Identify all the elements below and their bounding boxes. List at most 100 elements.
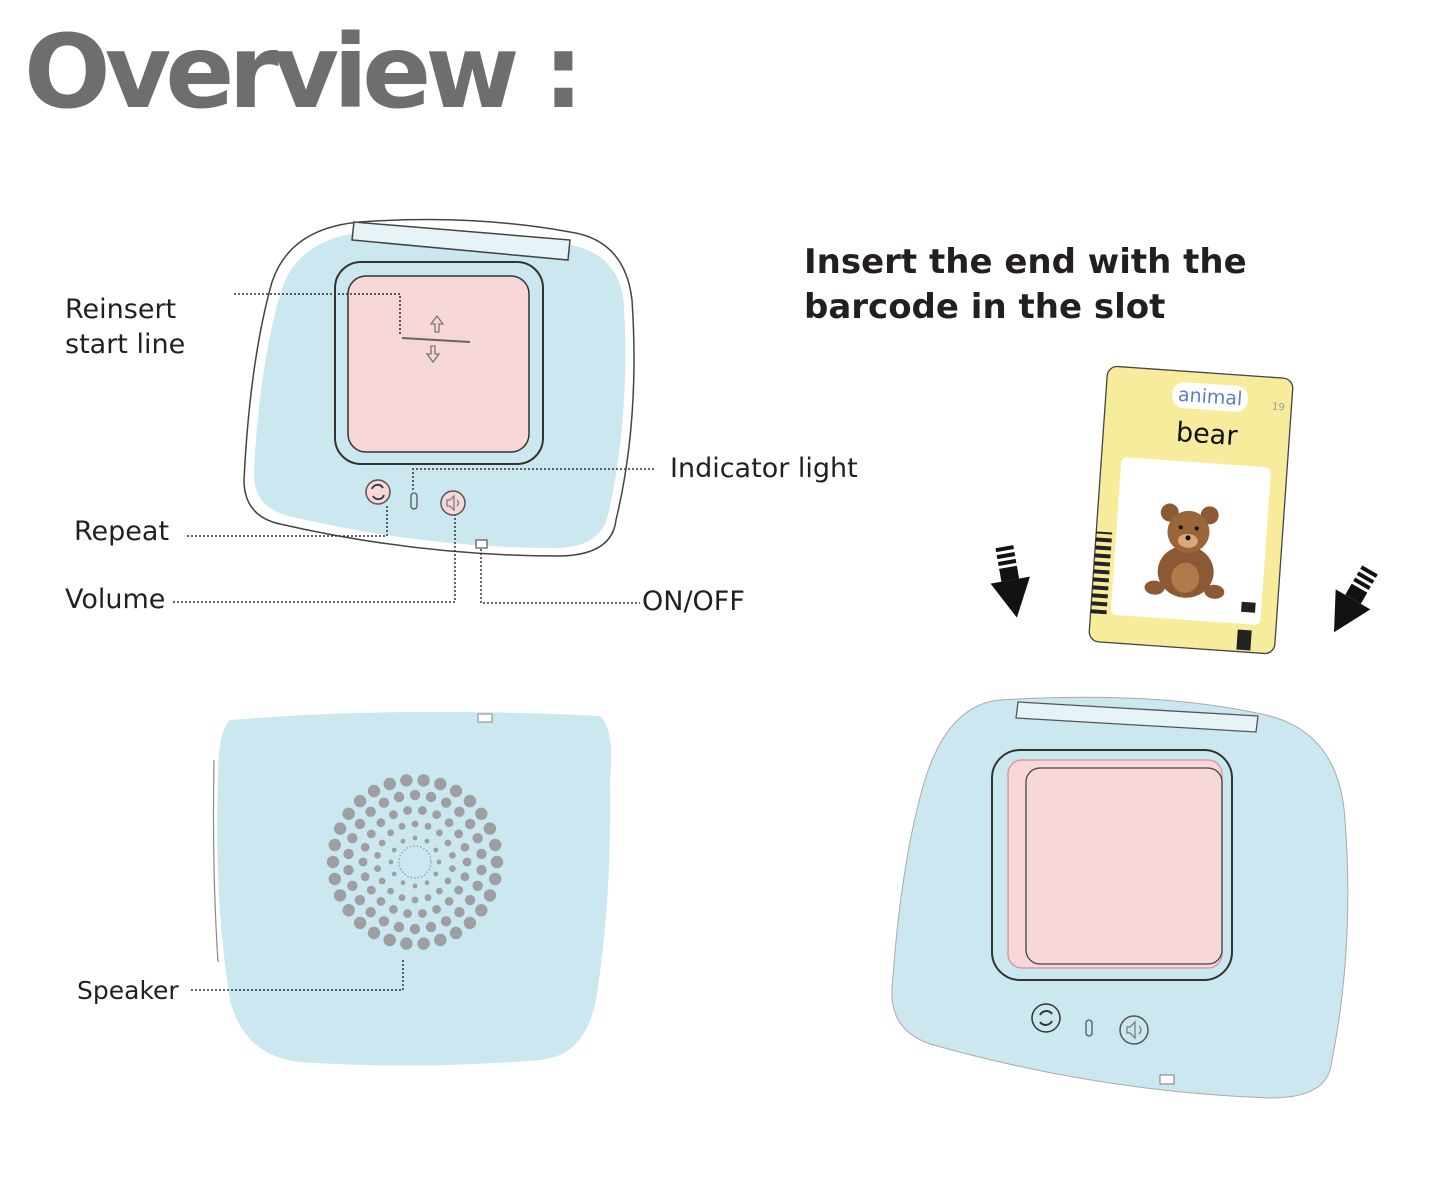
speaker-hole (418, 909, 427, 918)
speaker-hole (365, 907, 376, 918)
speaker-hole (424, 880, 430, 886)
device-back (212, 711, 612, 1066)
repeat-icon (371, 483, 385, 501)
speaker-hole (389, 904, 398, 914)
leader-lines (173, 293, 655, 604)
instruction-line2: barcode in the slot (804, 287, 1166, 327)
label-reinsert-line1: Reinsert (65, 294, 177, 325)
indicator-light (1085, 1019, 1093, 1037)
speaker-hole (393, 921, 405, 933)
speaker-hole (483, 822, 497, 835)
speaker-center-ring (398, 845, 432, 879)
speaker-hole (449, 926, 463, 940)
down-arrow-icon (990, 545, 1030, 618)
flash-card (1088, 365, 1294, 655)
label-repeat: Repeat (74, 516, 170, 547)
speaker-hole (333, 822, 347, 835)
card-category: animal (1171, 381, 1250, 413)
speaker-hole (347, 833, 358, 844)
speaker-hole (432, 904, 441, 914)
speaker-hole (460, 872, 470, 882)
speaker-hole (378, 797, 390, 808)
volume-button (440, 490, 466, 516)
speaker-hole (454, 806, 465, 817)
speaker-hole (476, 848, 487, 860)
down-arrow-icon (1334, 565, 1378, 633)
speaker-hole (409, 789, 421, 801)
speaker-hole (358, 857, 368, 867)
speaker-hole (393, 791, 405, 803)
label-reinsert-line2: start line (65, 329, 186, 360)
speaker-hole (374, 865, 381, 872)
speaker-hole (343, 864, 354, 876)
speaker-hole (464, 818, 476, 830)
speaker-hole (366, 829, 376, 839)
indicator-light (410, 492, 418, 510)
speaker-hole (490, 855, 504, 869)
speaker-hole (472, 880, 483, 891)
speaker-hole (424, 838, 430, 844)
barcode-corner (1236, 629, 1252, 651)
speaker-hole (366, 885, 376, 895)
speaker-hole (328, 872, 341, 886)
speaker-hole (483, 889, 497, 902)
speaker-hole (403, 909, 412, 918)
speaker-hole (367, 926, 381, 940)
speaker-hole (417, 774, 430, 787)
speaker-hole (424, 894, 432, 902)
speaker-hole (411, 896, 419, 904)
speaker-hole (383, 933, 396, 947)
speaker-hole (489, 838, 502, 852)
speaker-hole (444, 818, 454, 828)
speaker-hole (425, 791, 437, 803)
speaker-hole (387, 887, 394, 895)
label-speaker: Speaker (77, 976, 179, 1005)
repeat-button (365, 479, 391, 505)
speaker-hole (454, 885, 464, 895)
speaker-hole (409, 923, 421, 935)
speaker-hole (353, 794, 367, 808)
speaker-hole (440, 916, 452, 927)
speaker-hole (376, 818, 386, 828)
speaker-hole (417, 937, 430, 950)
speaker-hole (343, 848, 354, 860)
speaker-hole (378, 877, 386, 885)
page-title: Overview : (24, 13, 584, 132)
speaker-hole (374, 852, 381, 859)
card-slot (347, 275, 530, 453)
speaker-hole (389, 810, 398, 820)
speaker-hole (342, 904, 355, 917)
speaker-hole (333, 889, 347, 902)
on-off-switch (475, 539, 488, 549)
speaker-hole (440, 797, 452, 808)
speaker-hole (476, 864, 487, 876)
speaker-hole (388, 859, 394, 865)
speaker-hole (347, 880, 358, 891)
speaker-hole (398, 822, 406, 830)
speaker-hole (400, 774, 413, 787)
barcode-left (1090, 531, 1113, 615)
speaker-hole (472, 833, 483, 844)
insert-instruction: Insert the end with the barcode in the s… (804, 240, 1324, 330)
speaker-hole (354, 818, 366, 830)
speaker-hole (353, 916, 367, 930)
speaker-hole (424, 822, 432, 830)
speaker-hole (360, 872, 370, 882)
speaker-hole (391, 871, 397, 877)
speaker-hole (464, 894, 476, 906)
speaker-hole (398, 894, 406, 902)
speaker-hole (400, 880, 406, 886)
speaker-hole (365, 806, 376, 817)
reinsert-start-line-icon (401, 314, 471, 364)
speaker-hole (412, 883, 418, 889)
speaker-hole (436, 829, 443, 837)
speaker-hole (444, 877, 452, 885)
speaker-hole (342, 807, 355, 820)
speaker-hole (400, 838, 406, 844)
speaker-hole (433, 871, 439, 877)
speaker-hole (367, 784, 381, 798)
device-insert-view (891, 696, 1349, 1099)
instruction-line1: Insert the end with the (804, 242, 1247, 282)
speaker-hole (387, 829, 394, 837)
